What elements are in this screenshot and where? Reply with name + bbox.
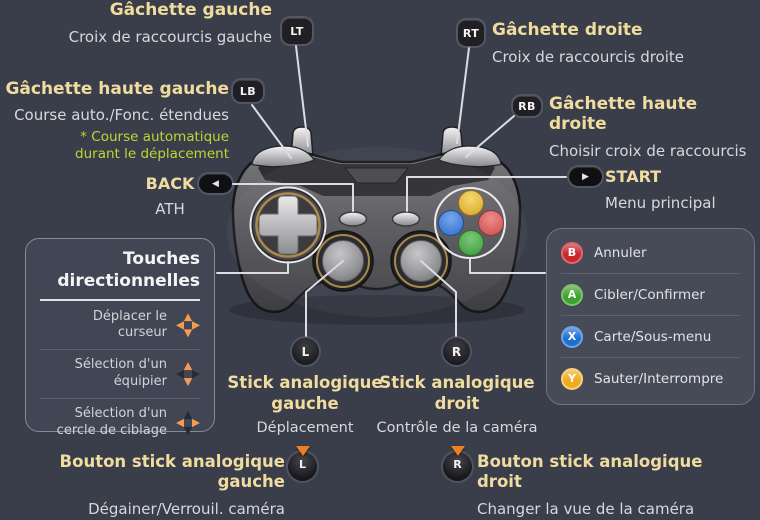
right-shoulder-button (438, 145, 502, 168)
dpad-left-right-icon (176, 410, 200, 435)
right-trigger-action: Croix de raccourcis droite (492, 48, 685, 67)
right-stick-action: Contrôle de la caméra (376, 420, 538, 437)
face-button-x (438, 210, 464, 236)
controller-shadow (229, 295, 525, 325)
top-band-inset (343, 167, 410, 184)
divider (561, 315, 740, 316)
right-stick-button-action: Changer la vue de la caméra (477, 499, 695, 518)
rb-line (465, 115, 515, 158)
start-action: Menu principal (605, 194, 716, 213)
lt-line (295, 45, 309, 147)
y-button-action: Sauter/Interrompre (594, 370, 724, 387)
dpad-up-down-icon (176, 362, 200, 387)
left-trigger-callout: Gâchette gauche Croix de raccourcis gauc… (0, 0, 272, 46)
left-stick-button-action: Dégainer/Verrouil. caméra (88, 499, 285, 518)
right-stick-title: Stick analogique droit (379, 373, 535, 414)
dpad-row-select-teammate: Sélection d'un équipier (40, 353, 200, 395)
lb-badge: LB (233, 80, 263, 102)
dpad-row-move-cursor: Déplacer le curseur (40, 305, 200, 347)
back-badge: ◀ (199, 174, 232, 193)
left-stick-button-title: Bouton stick analogique gauche (59, 452, 285, 491)
divider (40, 349, 200, 351)
right-bumper-title: Gâchette haute droite (549, 94, 698, 135)
face-button-y (458, 190, 484, 216)
face-buttons-panel: B Annuler A Cibler/Confirmer X Carte/Sou… (546, 228, 755, 405)
dpad-row-select-target-circle: Sélection d'un cercle de ciblage (40, 402, 200, 444)
b-button-action: Annuler (594, 244, 647, 261)
face-button-b (478, 210, 504, 236)
start-line (406, 176, 567, 212)
back-line (227, 183, 354, 212)
left-stick-title: Stick analogique gauche (227, 373, 383, 414)
left-shoulder-button (251, 145, 315, 168)
lb-line (251, 104, 292, 159)
rb-badge: RB (513, 96, 541, 116)
left-trigger-action: Croix de raccourcis gauche (68, 28, 272, 47)
face-panel-line (469, 257, 546, 274)
rt-badge: RT (458, 20, 484, 46)
divider (40, 398, 200, 400)
left-bumper-title: Gâchette haute gauche (5, 79, 229, 99)
dpad-cross (258, 195, 318, 255)
back-arrow-icon: ◀ (212, 178, 219, 189)
start-callout: START Menu principal (605, 167, 755, 212)
face-button-row-b: B Annuler (561, 232, 740, 273)
left-stick-line (305, 260, 344, 337)
left-stick-button-callout: Bouton stick analogique gauche Dégainer/… (0, 452, 285, 518)
right-stick-callout: Stick analogique droit Contrôle de la ca… (376, 372, 538, 436)
right-trigger-title: Gâchette droite (492, 20, 643, 40)
left-stick-action: Déplacement (256, 420, 354, 437)
right-stick-button-callout: Bouton stick analogique droit Changer la… (477, 452, 742, 518)
right-trigger-callout: Gâchette droite Croix de raccourcis droi… (492, 20, 742, 66)
a-button-action: Cibler/Confirmer (594, 286, 705, 303)
l-stick-press-icon: L (288, 446, 318, 482)
right-bumper-action: Choisir croix de raccourcis (549, 141, 747, 160)
b-button-icon: B (561, 241, 583, 264)
face-button-row-y: Y Sauter/Interrompre (561, 358, 740, 399)
dpad-all-directions-icon (176, 313, 200, 338)
back-pill-button (338, 211, 368, 227)
divider (561, 273, 740, 274)
x-button-action: Carte/Sous-menu (594, 328, 712, 345)
back-callout: BACK ATH (143, 174, 197, 218)
face-button-row-x: X Carte/Sous-menu (561, 316, 740, 357)
start-arrow-icon: ▶ (582, 171, 589, 182)
start-pill-button (391, 211, 421, 227)
face-button-row-a: A Cibler/Confirmer (561, 274, 740, 315)
left-stick-callout: Stick analogique gauche Déplacement (224, 372, 386, 436)
r-stick-badge: R (443, 338, 470, 365)
lt-badge: LT (282, 18, 312, 44)
start-badge: ▶ (569, 167, 602, 186)
face-button-a (458, 230, 484, 256)
dpad-panel-line (216, 261, 289, 274)
dpad-panel: Touches directionnelles Déplacer le curs… (25, 238, 215, 438)
dpad-panel-title: Touches directionnelles (57, 249, 200, 291)
l-stick-badge: L (292, 338, 319, 365)
annotation-lines (216, 45, 567, 337)
right-stick-button-title: Bouton stick analogique droit (477, 452, 703, 491)
left-bumper-action: Course auto./Fonc. étendues (14, 106, 229, 125)
left-bumper-note: * Course automatique durant le déplaceme… (75, 129, 229, 163)
back-action: ATH (155, 200, 185, 219)
rt-line (456, 47, 470, 144)
r-stick-press-icon: R (443, 446, 473, 482)
left-trigger-title: Gâchette gauche (109, 0, 272, 20)
start-title: START (605, 167, 662, 186)
left-bumper-callout: Gâchette haute gauche Course auto./Fonc.… (0, 79, 229, 163)
y-button-icon: Y (561, 367, 583, 390)
divider (561, 357, 740, 358)
right-stick-line (420, 260, 457, 337)
press-down-arrow-icon (451, 446, 465, 456)
press-down-arrow-icon (296, 446, 310, 456)
right-bumper-callout: Gâchette haute droite Choisir croix de r… (549, 94, 760, 160)
a-button-icon: A (561, 283, 583, 306)
back-title: BACK (145, 174, 195, 193)
dpad-panel-underline (40, 298, 200, 301)
x-button-icon: X (561, 325, 583, 348)
